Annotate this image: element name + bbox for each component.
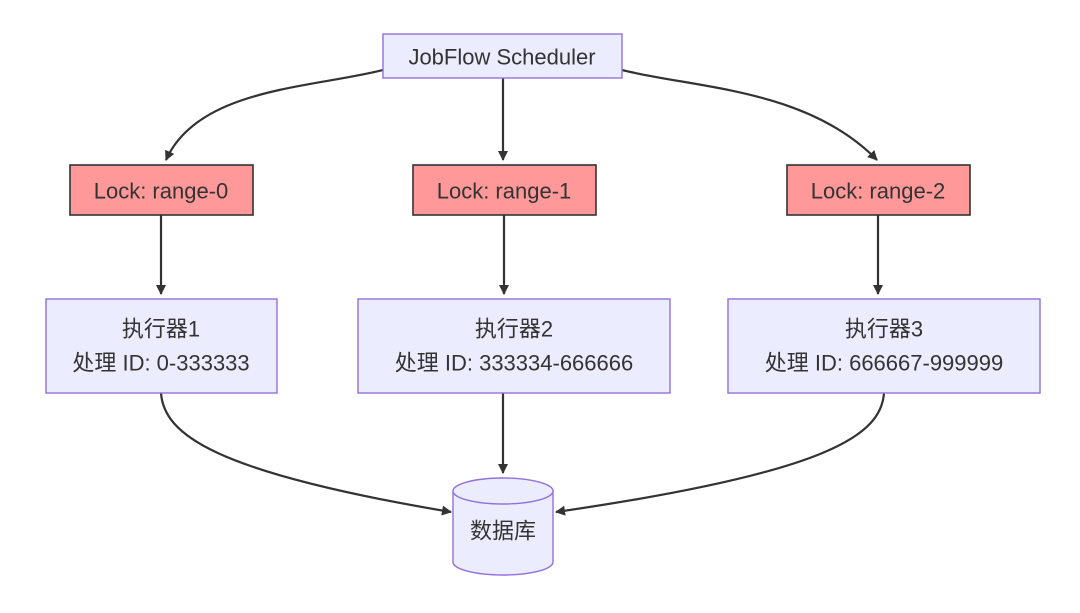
lock-node-0: Lock: range-0	[69, 164, 254, 216]
edge-scheduler-to-lock-2	[621, 68, 878, 161]
database-label: 数据库	[470, 519, 536, 544]
edge-executor-3-to-database	[555, 392, 886, 516]
database-cylinder-top	[452, 477, 554, 505]
lock-node-1: Lock: range-1	[412, 164, 597, 216]
executor-node-1: 执行器1 处理 ID: 0-333333	[45, 298, 278, 394]
executor-range-3: 处理 ID: 666667-999999	[765, 351, 1004, 376]
edge-executor-1-to-database	[159, 392, 452, 516]
edge-layer	[156, 68, 886, 516]
executor-title-2: 执行器2	[475, 317, 553, 342]
lock-box-2	[786, 164, 971, 216]
database-node: 数据库	[452, 477, 554, 576]
scheduler-box	[382, 33, 623, 79]
executor-box-3	[727, 298, 1041, 394]
scheduler-node: JobFlow Scheduler	[382, 33, 623, 79]
edge-scheduler-to-lock-0	[164, 68, 384, 161]
executor-range-2: 处理 ID: 333334-666666	[395, 351, 634, 376]
lock-label-1: Lock: range-1	[437, 179, 572, 204]
executor-box-2	[357, 298, 671, 394]
lock-node-2: Lock: range-2	[786, 164, 971, 216]
executor-node-2: 执行器2 处理 ID: 333334-666666	[357, 298, 671, 394]
scheduler-label: JobFlow Scheduler	[408, 45, 595, 70]
lock-label-2: Lock: range-2	[811, 179, 946, 204]
lock-box-0	[69, 164, 254, 216]
executor-title-3: 执行器3	[845, 317, 923, 342]
executor-title-1: 执行器1	[122, 317, 200, 342]
executor-node-3: 执行器3 处理 ID: 666667-999999	[727, 298, 1041, 394]
lock-label-0: Lock: range-0	[94, 179, 229, 204]
lock-box-1	[412, 164, 597, 216]
executor-range-1: 处理 ID: 0-333333	[72, 351, 249, 376]
executor-box-1	[45, 298, 278, 394]
database-cylinder-body	[452, 490, 554, 576]
